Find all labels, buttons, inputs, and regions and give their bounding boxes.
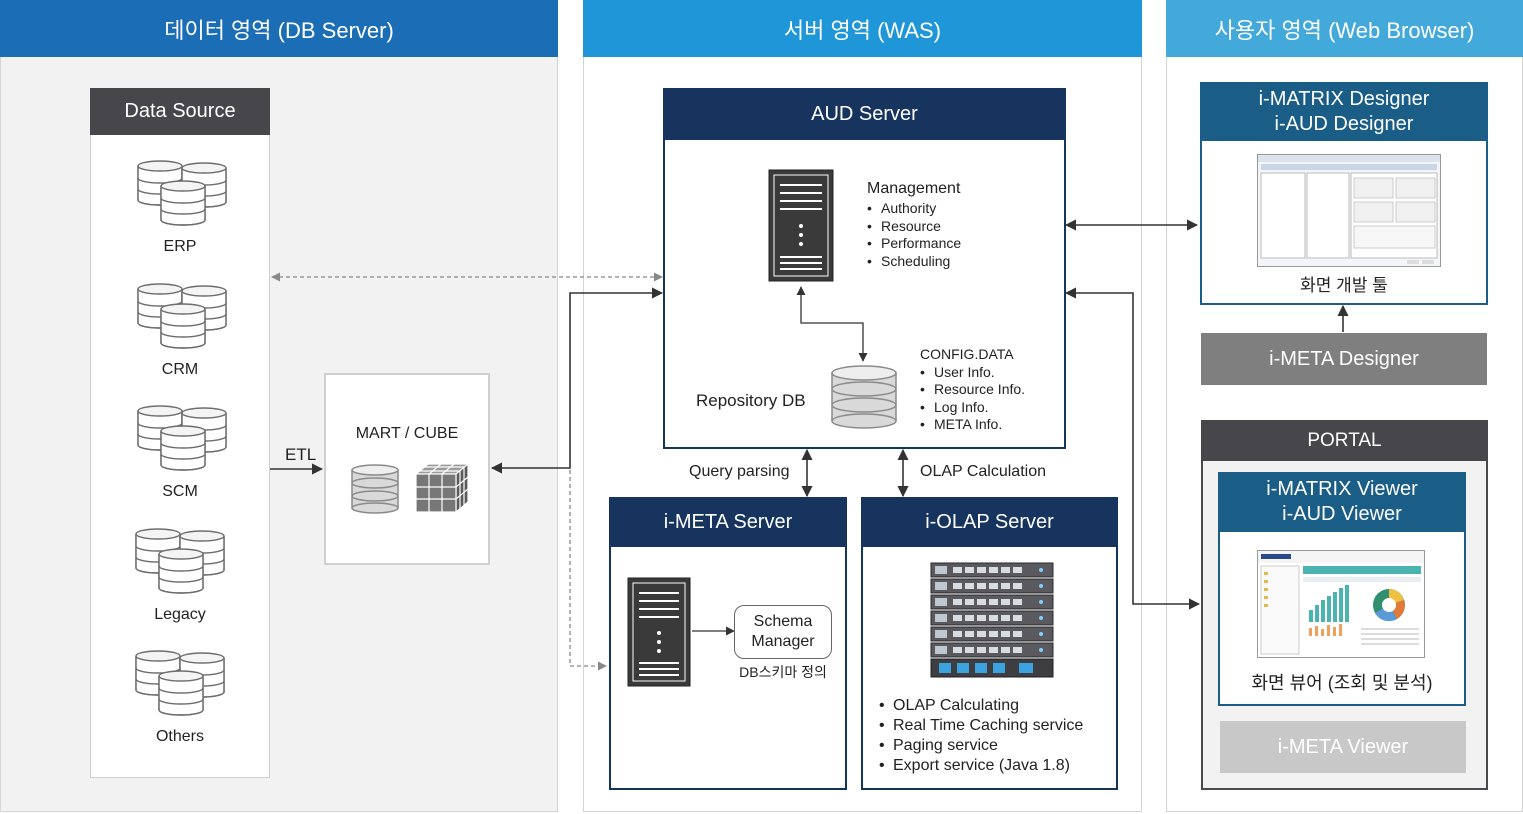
olap-feature-item: Export service (Java 1.8) xyxy=(879,756,1083,776)
zone-title-server: 서버 영역 (WAS) xyxy=(783,17,942,43)
olap-calculation-label: OLAP Calculation xyxy=(920,463,1046,480)
meta-server-title-text: i-META Server xyxy=(663,510,793,533)
olap-server-title-text: i-OLAP Server xyxy=(925,510,1054,533)
config-item: Log Info. xyxy=(920,399,1025,417)
data-source-item-crm: CRM xyxy=(161,361,199,378)
zone-title-user: 사용자 영역 (Web Browser) xyxy=(1214,17,1475,43)
aud-server-title-text: AUD Server xyxy=(811,102,918,125)
designer-title-line1: i-MATRIX Designer xyxy=(1258,87,1430,110)
schema-caption: DB스키마 정의 xyxy=(739,664,827,680)
config-title: CONFIG.DATA xyxy=(920,346,1014,362)
arrow-mart-aud xyxy=(490,287,664,474)
server-repo-connector xyxy=(796,286,868,362)
olap-server-title: i-OLAP Server xyxy=(861,497,1118,547)
viewer-caption: 화면 뷰어 (조회 및 분석) xyxy=(1251,673,1433,693)
designer-caption: 화면 개발 툴 xyxy=(1300,275,1388,295)
zone-header-server: 서버 영역 (WAS) xyxy=(583,0,1142,57)
management-list: Authority Resource Performance Schedulin… xyxy=(867,200,961,270)
data-source-title-text: Data Source xyxy=(124,100,236,122)
designer-title-line2: i-AUD Designer xyxy=(1274,112,1414,135)
rack-server-icon xyxy=(930,562,1054,678)
config-item: META Info. xyxy=(920,416,1025,434)
viewer-title-line2: i-AUD Viewer xyxy=(1282,503,1402,525)
viewer-title: i-MATRIX Viewer i-AUD Viewer xyxy=(1218,472,1466,532)
olap-feature-item: OLAP Calculating xyxy=(879,696,1083,716)
data-source-title: Data Source xyxy=(90,88,270,135)
erp-db-icon xyxy=(137,160,227,226)
management-item: Resource xyxy=(867,218,961,236)
mart-cube-title: MART / CUBE xyxy=(355,425,459,442)
legacy-db-icon xyxy=(135,528,225,594)
management-item: Performance xyxy=(867,235,961,253)
zone-title-data: 데이터 영역 (DB Server) xyxy=(164,17,394,43)
management-item: Authority xyxy=(867,200,961,218)
meta-designer-label: i-META Designer xyxy=(1269,347,1419,370)
olap-feature-list: OLAP Calculating Real Time Caching servi… xyxy=(879,696,1083,776)
mart-db-icon xyxy=(351,464,399,514)
meta-server-icon xyxy=(627,577,691,687)
repository-db-icon xyxy=(831,365,897,429)
aud-server-title: AUD Server xyxy=(663,88,1066,140)
schema-manager-label: Schema Manager xyxy=(751,613,815,650)
crm-db-icon xyxy=(137,283,227,349)
config-section: CONFIG.DATA User Info. Resource Info. Lo… xyxy=(920,346,1025,434)
olap-feature-item: Real Time Caching service xyxy=(879,716,1083,736)
portal-title-text: PORTAL xyxy=(1307,429,1382,451)
management-title: Management xyxy=(867,180,961,197)
schema-manager-box: Schema Manager xyxy=(734,605,832,659)
meta-server-title: i-META Server xyxy=(609,497,847,547)
zone-header-data: 데이터 영역 (DB Server) xyxy=(0,0,558,57)
viewer-screenshot-thumbnail xyxy=(1257,550,1425,658)
arrow-aud-viewer xyxy=(1064,287,1201,610)
config-item: Resource Info. xyxy=(920,381,1025,399)
meta-designer-box: i-META Designer xyxy=(1201,333,1487,385)
query-parsing-label: Query parsing xyxy=(689,463,790,480)
designer-title: i-MATRIX Designer i-AUD Designer xyxy=(1200,82,1488,141)
aud-server-icon xyxy=(768,169,834,282)
designer-screenshot-thumbnail xyxy=(1257,154,1441,267)
data-source-item-erp: ERP xyxy=(163,238,197,255)
management-section: Management Authority Resource Performanc… xyxy=(867,180,961,270)
zone-header-user: 사용자 영역 (Web Browser) xyxy=(1166,0,1523,57)
data-source-item-others: Others xyxy=(155,728,204,745)
meta-schema-connector xyxy=(692,626,735,636)
config-item: User Info. xyxy=(920,364,1025,382)
management-item: Scheduling xyxy=(867,253,961,271)
olap-feature-item: Paging service xyxy=(879,736,1083,756)
scm-db-icon xyxy=(137,405,227,471)
config-list: User Info. Resource Info. Log Info. META… xyxy=(920,364,1025,434)
portal-title: PORTAL xyxy=(1201,420,1488,461)
repository-db-label: Repository DB xyxy=(696,391,806,410)
etl-label: ETL xyxy=(285,445,317,464)
data-source-item-scm: SCM xyxy=(162,483,198,500)
meta-viewer-label: i-META Viewer xyxy=(1277,735,1409,758)
data-source-item-legacy: Legacy xyxy=(154,606,206,623)
viewer-title-line1: i-MATRIX Viewer xyxy=(1266,478,1418,500)
arrow-mart-meta xyxy=(569,470,607,671)
meta-viewer-box: i-META Viewer xyxy=(1220,721,1466,773)
cube-icon xyxy=(414,462,470,514)
others-db-icon xyxy=(135,650,225,716)
